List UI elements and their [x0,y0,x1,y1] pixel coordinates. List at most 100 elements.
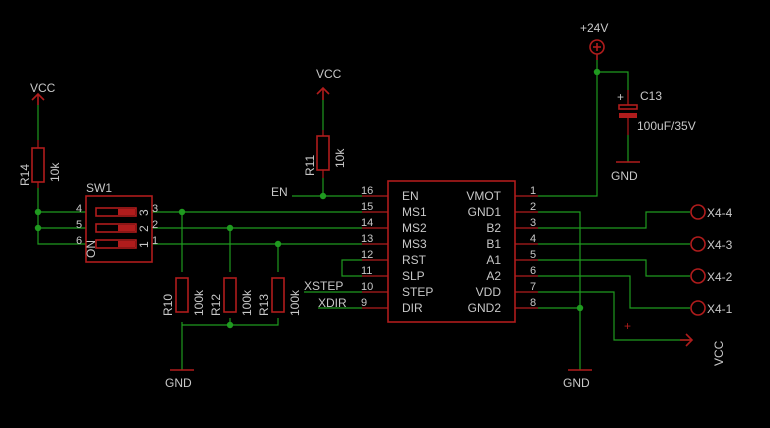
resistor-name: R10 [161,294,175,316]
net-wires [37,60,690,370]
junction-dot [226,224,234,232]
resistor-name: R12 [209,294,223,316]
switch-contact-number: 3 [137,209,151,216]
v24-symbol: +24V [580,21,608,60]
driver-pin-number: 1 [530,185,536,197]
switch-pin-number: 5 [76,219,82,231]
driver-pin-number: 15 [361,201,373,213]
gnd-label: GND [611,169,638,183]
driver-pin-number: 6 [530,265,536,277]
driver-pin-name: MS1 [402,205,427,219]
connector-label: X4-3 [707,238,733,252]
driver-pin-number: 14 [361,217,373,229]
junction-dot [34,224,42,232]
resistor-value: 100k [192,289,206,316]
driver-pin-number: 11 [361,265,372,277]
driver-pin-name: A1 [486,253,501,267]
switch-pin-number: 1 [152,235,158,247]
terminal-circle [690,204,706,220]
driver-pin-number: 5 [530,249,536,261]
driver-pin-number: 2 [530,201,536,213]
switch-pin-number: 2 [152,219,158,231]
junction-dot [593,68,601,76]
junction-dot [34,208,42,216]
resistor-value: 100k [288,289,302,316]
dip-switch-sw1: SW1 ON 3 2 1 4 5 6 3 2 1 [76,181,158,263]
plus-marker: + [624,319,631,333]
resistor-value: 100k [240,289,254,316]
driver-left-pins: 16 EN 15 MS1 14 MS2 13 MS3 12 RST 11 SLP 10 STEP 9 DIR [361,185,433,315]
connector-terminal: X4-2 [690,268,733,284]
gnd-symbol-right: GND [563,369,592,390]
driver-pin-name: VMOT [466,189,501,203]
driver-pin-name: MS3 [402,237,427,251]
resistor-r11: R11 10k [303,130,347,178]
driver-pin-number: 9 [361,297,367,309]
terminal-circle [690,268,706,284]
driver-pin-name: GND1 [468,205,502,219]
resistor-name: R11 [303,155,317,176]
switch-pin-number: 6 [76,235,82,247]
switch-on-marker: ON [84,240,98,258]
connector-label: X4-4 [707,206,733,220]
gnd-label: GND [165,376,192,390]
vcc-label: VCC [316,67,342,81]
switch-pin-number: 4 [76,203,82,215]
connector-label: X4-2 [707,270,733,284]
resistor-name: R14 [18,164,32,186]
connector-label: X4-1 [707,302,733,316]
vcc-label: VCC [30,81,56,95]
capacitor-c13: + C13 100uF/35V [617,89,696,135]
vcc-symbol-r11: VCC [316,67,342,100]
driver-pin-name: DIR [402,301,423,315]
driver-pin-name: RST [402,253,427,267]
gnd-symbol-left: GND [165,369,194,390]
driver-pin-number: 16 [361,185,373,197]
vcc-symbol-vdd: VCC [680,333,726,366]
driver-pin-name: A2 [486,269,501,283]
driver-pin-name: SLP [402,269,425,283]
net-label-xdir: XDIR [318,296,362,310]
junction-dot [274,240,282,248]
driver-pin-number: 4 [530,233,536,245]
junction-dot [319,192,327,200]
driver-pin-name: MS2 [402,221,427,235]
net-label-en: EN [271,185,288,199]
resistor-r14: R14 10k [18,140,62,188]
vcc-symbol-r14: VCC [30,81,56,105]
connector-terminal: X4-1 [690,300,733,316]
junction-dot [576,304,584,312]
driver-pin-name: STEP [402,285,433,299]
driver-pin-number: 13 [361,233,373,245]
resistor-r10: R10 100k [161,277,206,316]
switch-contact-number: 1 [137,241,151,248]
driver-pin-name: GND2 [468,301,502,315]
driver-pin-number: 10 [361,281,373,293]
v24-label: +24V [580,21,608,35]
driver-pin-name: B1 [486,237,501,251]
capacitor-name: C13 [640,89,662,103]
driver-pin-name: EN [402,189,419,203]
driver-pin-number: 8 [530,297,536,309]
net-label: XDIR [318,296,347,310]
resistor-r13: R13 100k [257,277,302,316]
gnd-label: GND [563,376,590,390]
gnd-symbol-cap: GND [611,161,640,183]
motor-connectors: X4-4X4-3X4-2X4-1 [690,204,733,316]
driver-pin-number: 12 [361,249,373,261]
resistor-name: R13 [257,294,271,316]
driver-pin-number: 7 [530,281,536,293]
junction-dot [226,321,234,329]
net-label-xstep: XSTEP [304,279,362,293]
net-label: EN [271,185,288,199]
driver-pin-name: VDD [476,285,502,299]
junction-dot [178,208,186,216]
polarity-plus: + [617,90,624,104]
capacitor-value: 100uF/35V [637,119,696,133]
terminal-circle [690,236,706,252]
net-label: XSTEP [304,279,343,293]
resistor-value: 10k [333,148,347,168]
